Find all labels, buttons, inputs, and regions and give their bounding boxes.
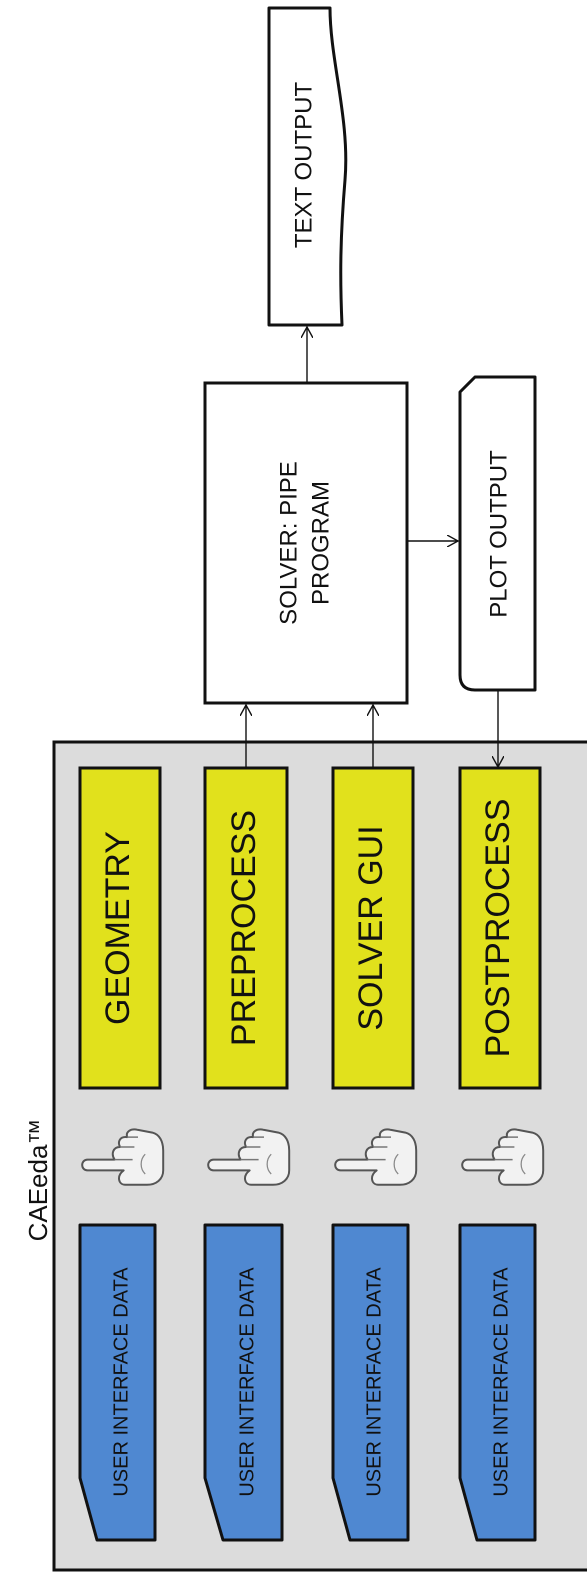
module-geometry[interactable]: GEOMETRY — [78, 766, 162, 1090]
solver-label-line2: PROGRAM — [307, 481, 334, 605]
text-output-label: TEXT OUTPUT — [290, 82, 317, 249]
user-interface-data-2[interactable]: USER INTERFACE DATA — [203, 1223, 284, 1542]
module-label: PREPROCESS — [225, 810, 263, 1046]
plot-output-label: PLOT OUTPUT — [485, 450, 512, 618]
solver-label-line1: SOLVER: PIPE — [275, 461, 302, 625]
solver-pipe-program-box[interactable]: SOLVER: PIPE PROGRAM — [203, 381, 409, 705]
ui-data-label: USER INTERFACE DATA — [236, 1267, 258, 1497]
module-label: SOLVER GUI — [352, 825, 390, 1030]
module-postprocess[interactable]: POSTPROCESS — [458, 766, 542, 1090]
ui-data-label: USER INTERFACE DATA — [110, 1267, 132, 1497]
ui-data-label: USER INTERFACE DATA — [363, 1267, 385, 1497]
module-label: GEOMETRY — [99, 831, 137, 1025]
ui-data-label: USER INTERFACE DATA — [490, 1267, 512, 1497]
caeeda-title: CAEeda™ — [23, 1119, 53, 1242]
module-preprocess[interactable]: PREPROCESS — [203, 766, 289, 1090]
module-solver-gui[interactable]: SOLVER GUI — [331, 766, 415, 1090]
module-label: POSTPROCESS — [479, 799, 517, 1058]
plot-output-box[interactable]: PLOT OUTPUT — [458, 375, 537, 692]
user-interface-data-3[interactable]: USER INTERFACE DATA — [331, 1223, 410, 1542]
user-interface-data-4[interactable]: USER INTERFACE DATA — [458, 1223, 537, 1542]
text-output-box[interactable]: TEXT OUTPUT — [267, 6, 348, 327]
user-interface-data-1[interactable]: USER INTERFACE DATA — [78, 1223, 157, 1542]
